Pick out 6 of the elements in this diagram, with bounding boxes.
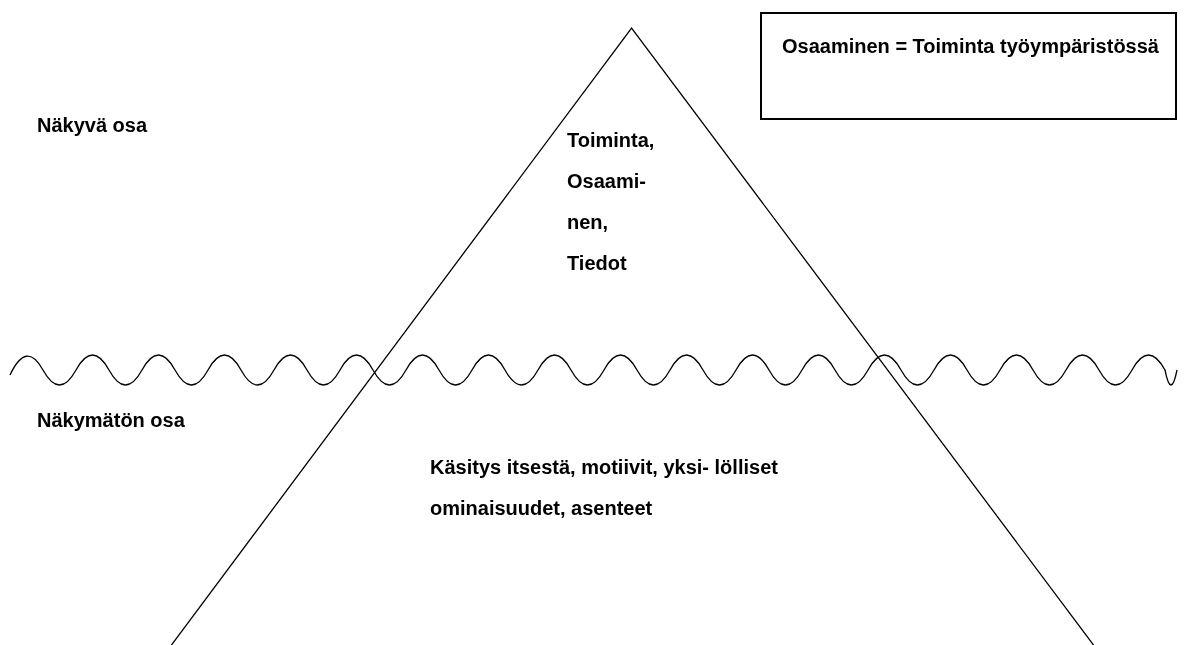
definition-box [760,12,1177,120]
node-text: Toiminta, Osaami- nen, Tiedot [567,128,656,276]
zone-label: Näkyvä osa [37,113,149,138]
zone-label: Näkymätön osa [37,408,186,433]
node-text: Osaaminen = Toiminta työympäristössä [782,34,1160,59]
node-text: Käsitys itsestä, motiivit, yksi- lölliset ominaisuudet, asenteet [430,455,779,521]
